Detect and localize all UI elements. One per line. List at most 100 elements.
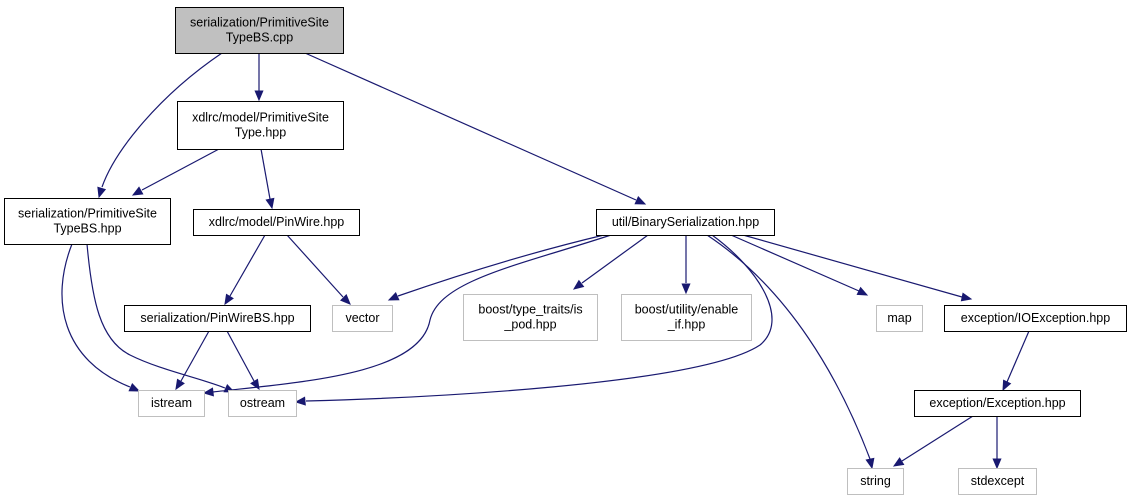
node-box bbox=[4, 198, 171, 245]
arrowhead bbox=[224, 293, 234, 306]
node-binser[interactable]: util/BinarySerialization.hpp bbox=[596, 209, 775, 236]
edge-line bbox=[180, 330, 210, 382]
edge-line bbox=[397, 234, 605, 297]
arrowhead bbox=[892, 457, 905, 467]
node-label-line: xdlrc/model/PinWire.hpp bbox=[209, 215, 345, 229]
edge-pinwire-to-vector bbox=[286, 234, 351, 305]
edge-line bbox=[101, 52, 223, 188]
edge-pstbs-to-istream bbox=[61, 243, 141, 392]
edge-root-to-pst bbox=[254, 53, 264, 102]
arrowhead bbox=[865, 457, 875, 470]
edge-pst-to-pinwire bbox=[260, 148, 275, 210]
edge-exc-to-stdexcept bbox=[992, 416, 1002, 470]
node-enableif: boost/utility/enable_if.hpp bbox=[621, 294, 752, 341]
edge-ioexc-to-exc bbox=[1002, 330, 1030, 392]
node-label-line: exception/Exception.hpp bbox=[929, 396, 1065, 410]
arrowhead bbox=[294, 396, 306, 406]
arrowhead bbox=[131, 186, 144, 196]
node-box bbox=[914, 390, 1081, 417]
edge-pst-to-pstbs bbox=[131, 148, 220, 196]
edge-line bbox=[581, 234, 649, 284]
edge-line bbox=[229, 234, 266, 297]
edge-line bbox=[260, 148, 271, 200]
edge-binser-to-string bbox=[706, 234, 875, 470]
edge-line bbox=[212, 234, 612, 393]
edge-root-to-binser bbox=[304, 52, 647, 205]
node-pinwire[interactable]: xdlrc/model/PinWire.hpp bbox=[193, 209, 360, 236]
node-box bbox=[463, 294, 598, 341]
node-label-line: string bbox=[860, 474, 891, 488]
edge-binser-to-ostream bbox=[294, 234, 773, 406]
arrowhead bbox=[960, 292, 973, 302]
node-label-line: TypeBS.hpp bbox=[53, 222, 121, 236]
node-box bbox=[332, 305, 393, 332]
arrowhead bbox=[175, 378, 185, 391]
node-label-line: serialization/PinWireBS.hpp bbox=[140, 311, 294, 325]
arrowhead bbox=[856, 286, 869, 296]
node-label-line: serialization/PrimitiveSite bbox=[190, 16, 329, 30]
arrowhead bbox=[992, 458, 1002, 470]
node-label-line: Type.hpp bbox=[235, 126, 286, 140]
node-box bbox=[958, 468, 1037, 495]
edge-line bbox=[305, 234, 773, 402]
arrowhead bbox=[681, 283, 691, 295]
arrowhead bbox=[572, 279, 585, 290]
edge-line bbox=[61, 243, 131, 388]
arrowhead bbox=[265, 197, 275, 210]
edge-pinwirebs-to-ostream bbox=[226, 330, 260, 391]
edge-binser-to-ispod bbox=[572, 234, 649, 290]
node-box bbox=[621, 294, 752, 341]
node-string: string bbox=[847, 468, 904, 495]
edge-line bbox=[286, 234, 344, 298]
arrowhead bbox=[254, 90, 264, 102]
node-label-line: _if.hpp bbox=[667, 318, 706, 332]
node-istream: istream bbox=[138, 390, 205, 417]
node-map: map bbox=[876, 305, 923, 332]
node-box bbox=[847, 468, 904, 495]
node-label-line: util/BinarySerialization.hpp bbox=[612, 215, 759, 229]
edge-line bbox=[901, 415, 974, 462]
edge-line bbox=[706, 234, 871, 460]
arrowhead bbox=[387, 292, 400, 301]
node-label-line: TypeBS.cpp bbox=[226, 31, 293, 45]
edge-binser-to-istream bbox=[202, 234, 612, 397]
node-vector: vector bbox=[332, 305, 393, 332]
edge-line bbox=[1006, 330, 1030, 383]
edge-exc-to-string bbox=[892, 415, 974, 467]
node-label-line: istream bbox=[151, 396, 192, 410]
arrowhead bbox=[634, 196, 647, 205]
node-exc[interactable]: exception/Exception.hpp bbox=[914, 390, 1081, 417]
edge-binser-to-ioexc bbox=[742, 234, 973, 302]
edge-line bbox=[304, 52, 637, 201]
edge-pinwirebs-to-istream bbox=[175, 330, 210, 391]
arrowhead bbox=[128, 383, 141, 392]
edge-line bbox=[742, 234, 963, 298]
node-box bbox=[876, 305, 923, 332]
arrowhead bbox=[202, 387, 214, 397]
edges-layer bbox=[61, 52, 1030, 470]
edge-pinwire-to-pinwirebs bbox=[224, 234, 266, 306]
edge-binser-to-vector bbox=[387, 234, 605, 301]
node-box bbox=[193, 209, 360, 236]
edge-root-to-pstbs bbox=[97, 52, 223, 199]
node-box bbox=[177, 101, 344, 150]
edge-binser-to-map bbox=[730, 234, 869, 296]
node-pinwirebs[interactable]: serialization/PinWireBS.hpp bbox=[124, 305, 311, 332]
node-box bbox=[175, 7, 344, 54]
node-ioexc[interactable]: exception/IOException.hpp bbox=[944, 305, 1127, 332]
node-ostream: ostream bbox=[228, 390, 297, 417]
edge-line bbox=[141, 148, 220, 191]
edge-binser-to-enableif bbox=[681, 235, 691, 295]
node-box bbox=[596, 209, 775, 236]
node-box bbox=[228, 390, 297, 417]
node-label-line: ostream bbox=[240, 396, 285, 410]
node-label-line: xdlrc/model/PrimitiveSite bbox=[192, 111, 329, 125]
node-box bbox=[944, 305, 1127, 332]
node-ispod: boost/type_traits/is_pod.hpp bbox=[463, 294, 598, 341]
edge-line bbox=[226, 330, 255, 382]
